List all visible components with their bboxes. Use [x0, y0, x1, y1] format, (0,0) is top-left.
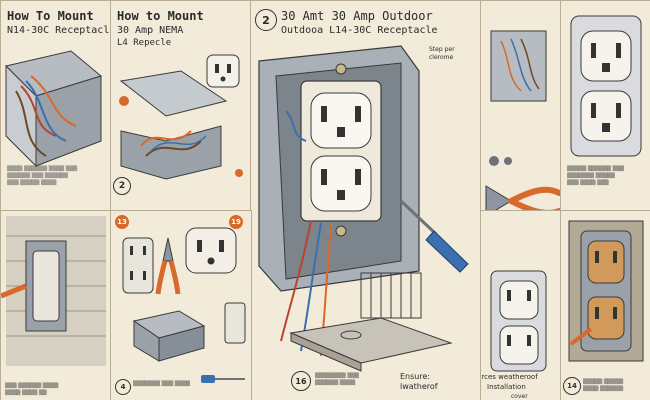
- pliers-icon: [485, 185, 561, 211]
- receptacle-icon: [206, 54, 240, 88]
- install-caption-line2: Installation: [487, 383, 526, 391]
- receptacle-icon: [224, 302, 246, 344]
- step-marker-orange: [235, 169, 243, 177]
- step-badge: 2: [113, 177, 131, 195]
- panel2-title-line3: L4 Repecle: [117, 38, 172, 48]
- wiring-detail-icon: [490, 30, 547, 102]
- pliers-icon: [155, 237, 181, 295]
- panel-step-5: ▒▒▒▒▒ ▒▒▒▒▒▒ ▒▒▒▒▒▒▒▒▒▒ ▒▒▒▒▒▒▒▒ ▒▒▒▒ ▒▒…: [560, 0, 650, 212]
- center-note-line1: Step per: [429, 46, 455, 53]
- receptacle-icon: [185, 227, 237, 274]
- panel1-caption: ▒▒▒▒ ▒▒▒▒▒▒ ▒▒▒▒ ▒▒▒▒▒▒▒▒▒ ▒▒▒ ▒▒▒▒▒▒▒▒▒…: [7, 166, 78, 186]
- step-badge: 13: [115, 215, 129, 229]
- panel-step-7: 13 19 4 ▒▒▒▒▒▒▒ ▒▒▒ ▒▒▒▒: [110, 210, 252, 400]
- panel7-caption: ▒▒▒▒▒▒▒ ▒▒▒ ▒▒▒▒: [133, 381, 191, 387]
- ensure-caption-line1: Ensure:: [400, 372, 431, 381]
- step-badge: 16: [291, 371, 311, 391]
- panel1-title-line2: N14-30C Receptacle: [7, 25, 112, 36]
- center-title-line2: Outdooa L14-30C Receptacle: [281, 25, 438, 36]
- panel1-title-line1: How To Mount: [7, 9, 94, 23]
- panel5-caption: ▒▒▒▒▒ ▒▒▒▒▒▒ ▒▒▒▒▒▒▒▒▒▒ ▒▒▒▒▒▒▒▒ ▒▒▒▒ ▒▒…: [567, 166, 625, 186]
- step-badge: 2: [255, 9, 277, 31]
- step-marker-orange: [119, 96, 129, 106]
- center-bottom-caption: ▒▒▒▒▒▒▒▒ ▒▒▒▒▒▒▒▒▒ ▒▒▒▒: [315, 373, 359, 386]
- receptacle-icon: [122, 237, 154, 294]
- receptacle-icon: [490, 270, 547, 372]
- step-badge: 4: [115, 379, 131, 395]
- panel-step-8: sources weatheroof Installation cover: [480, 210, 562, 400]
- panel9-caption: ▒▒▒▒▒ ▒▒▒▒▒▒▒▒▒ ▒▒▒▒▒▒: [583, 379, 624, 392]
- junction-box-icon: [132, 310, 206, 362]
- panel-step-6: ▒▒▒ ▒▒▒▒▒▒ ▒▒▒▒▒▒▒▒ ▒▒▒▒ ▒▒: [0, 210, 112, 400]
- step-badge: 19: [229, 215, 243, 229]
- receptacle-icon: [570, 15, 642, 157]
- screwdriver-icon: [201, 375, 245, 383]
- install-caption-line3: cover: [511, 393, 528, 400]
- panel-step-4: [480, 0, 562, 212]
- panel2-title-line1: How to Mount: [117, 9, 204, 23]
- porch-illustration: [289, 272, 453, 372]
- panel-step-2: How to Mount 30 Amp NEMA L4 Repecle 2: [110, 0, 252, 212]
- open-junction-box-icon: [119, 70, 228, 180]
- panel6-caption: ▒▒▒ ▒▒▒▒▒▒ ▒▒▒▒▒▒▒▒ ▒▒▒▒ ▒▒: [5, 383, 59, 396]
- panel-step-9: 14 ▒▒▒▒▒ ▒▒▒▒▒▒▒▒▒ ▒▒▒▒▒▒: [560, 210, 650, 400]
- panel2-title-line2: 30 Amp NEMA: [117, 25, 184, 36]
- panel-step-1: How To Mount N14-30C Receptacle ▒▒▒▒ ▒▒▒…: [0, 0, 112, 212]
- install-caption-line1: sources weatheroof: [481, 373, 538, 381]
- screwdriver-icon: [399, 199, 469, 273]
- wall-mount-icon: [1, 216, 106, 366]
- step-badge: 14: [563, 377, 581, 395]
- center-note-line2: clerome: [429, 54, 454, 61]
- wire-icon: [489, 156, 512, 166]
- junction-box-icon: [5, 50, 103, 168]
- receptacle-icon: [568, 220, 644, 362]
- panel-step-3: 2 30 Amt 30 Amp Outdoor Outdooa L14-30C …: [250, 0, 482, 400]
- center-title-line1: 30 Amt 30 Amp Outdoor: [281, 9, 433, 23]
- ensure-caption-line2: lwatherof: [400, 382, 438, 391]
